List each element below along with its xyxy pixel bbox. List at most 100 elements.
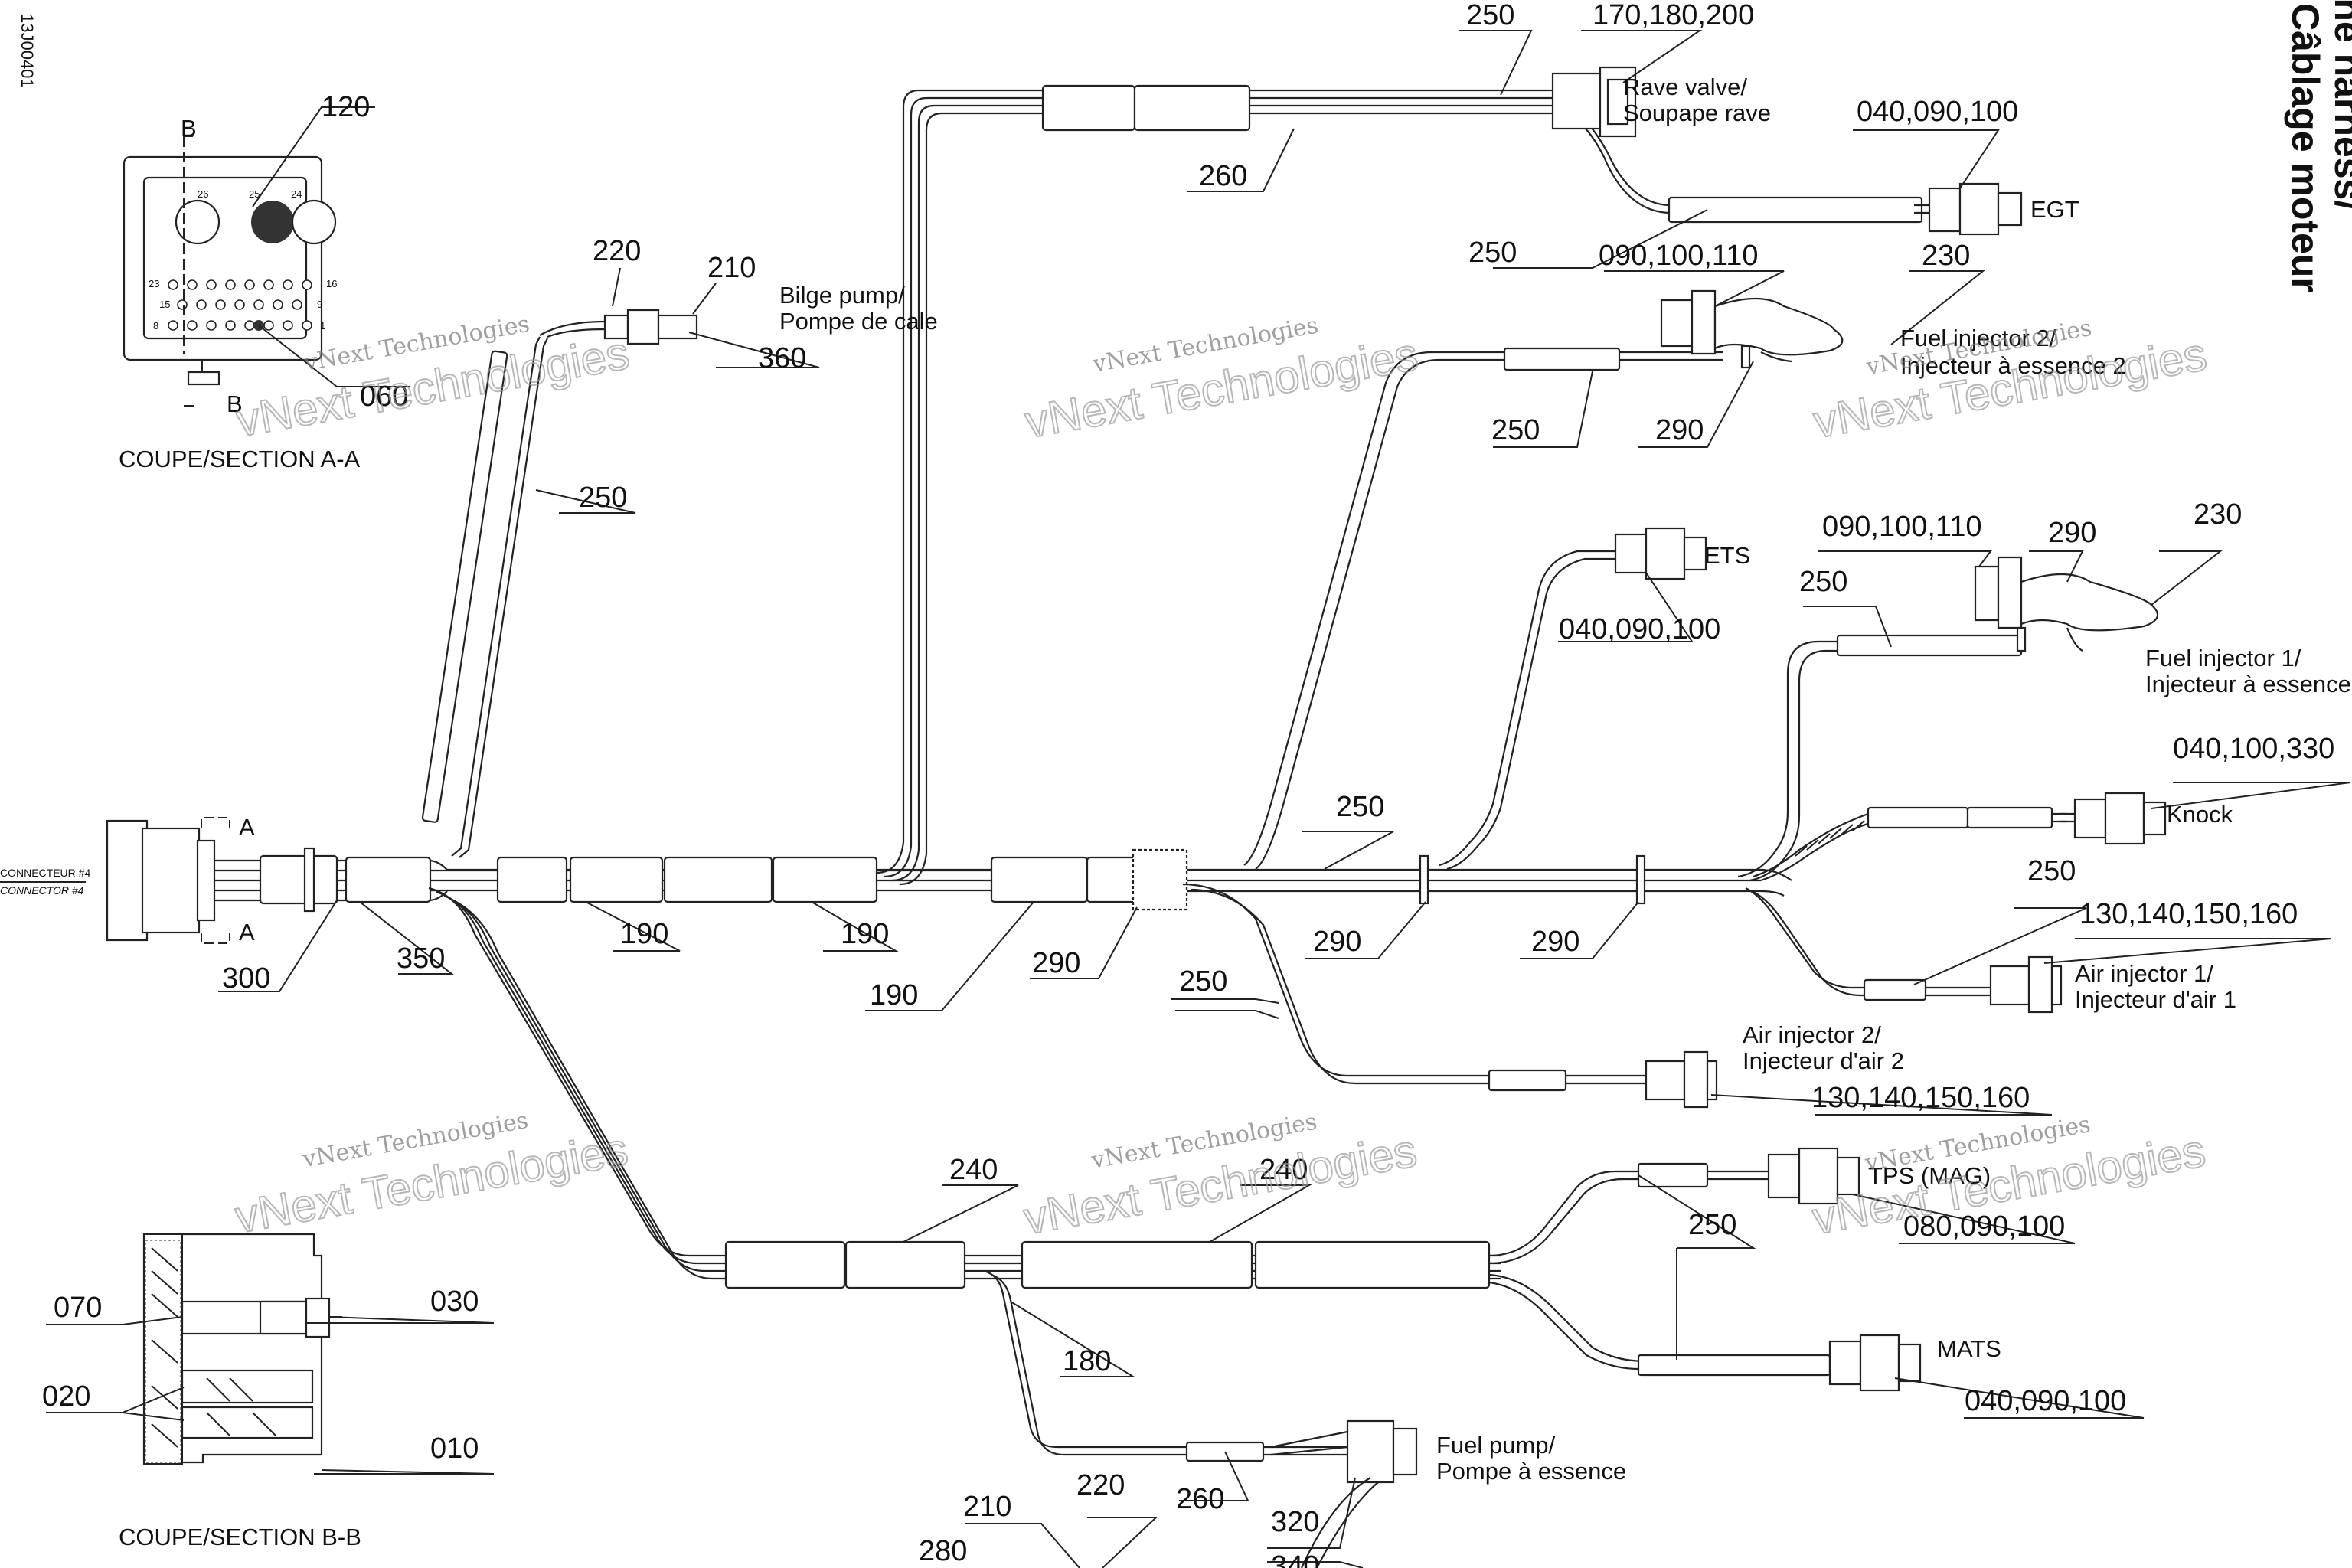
air-injector-1-connector — [1989, 965, 2030, 1006]
air-injector-2-connector — [1645, 1060, 1686, 1101]
mats-connector — [1828, 1340, 1862, 1386]
title-line-2: Câblage moteur — [2284, 3, 2327, 292]
callout-knock-parts: 040,100,330 — [2173, 733, 2334, 765]
label-fuel-injector-2-en: Fuel injector 2/ — [1900, 325, 2056, 351]
pin-23: 23 — [149, 278, 159, 289]
branch-air-injector-2 — [1182, 883, 1718, 1109]
component-labels: Rave valve/ Soupape rave EGT Bilge pump/… — [119, 74, 2352, 1550]
callout-air2-250: 250 — [1179, 965, 1227, 998]
label-air-injector-1-en: Air injector 1/ — [2075, 960, 2213, 987]
callout-340: 340 — [1271, 1550, 1319, 1568]
callout-lower-250: 250 — [1688, 1209, 1736, 1241]
callout-120: 120 — [322, 91, 370, 123]
callout-lower-240-a: 240 — [949, 1154, 998, 1186]
callout-320: 320 — [1271, 1506, 1319, 1538]
branch-bilge-pump — [421, 309, 698, 858]
callout-290-b: 290 — [1313, 926, 1361, 958]
label-rave-valve-en: Rave valve/ — [1623, 74, 1747, 100]
label-air-injector-1-fr: Injecteur d'air 1 — [2075, 986, 2236, 1013]
branch-rave-egt — [876, 66, 2023, 886]
callout-010: 010 — [430, 1432, 479, 1465]
callout-070: 070 — [54, 1292, 102, 1324]
section-b-marker-bottom: B — [227, 390, 243, 417]
callout-290-a: 290 — [1032, 947, 1080, 979]
sleeve-300 — [259, 854, 338, 905]
callout-lower-240-b: 240 — [1259, 1154, 1308, 1186]
callout-210-low: 210 — [963, 1491, 1011, 1523]
callout-tps-parts: 080,090,100 — [1903, 1210, 2065, 1243]
callouts: 250 170,180,200 040,090,100 260 250 090,… — [42, 0, 2334, 1568]
callout-egt-250: 250 — [1468, 237, 1517, 269]
section-b-b-detail — [142, 1233, 342, 1465]
callout-030: 030 — [430, 1285, 479, 1318]
section-a-marker-top: A — [239, 814, 255, 841]
pin-26: 26 — [198, 188, 208, 200]
callout-air1-parts: 130,140,150,160 — [2079, 898, 2298, 930]
callout-bilge-210: 210 — [707, 252, 756, 284]
callout-260-low: 260 — [1176, 1483, 1224, 1515]
callout-inj1-250: 250 — [1799, 566, 1847, 598]
section-a-marker-bottom: A — [239, 919, 255, 946]
label-air-injector-2-en: Air injector 2/ — [1743, 1021, 1881, 1048]
callout-rave-250: 250 — [1466, 0, 1514, 31]
label-fuel-pump-fr: Pompe à essence — [1436, 1458, 1626, 1485]
connector-label-en: CONNECTOR #4 — [0, 884, 84, 897]
branch-fuel-injector-1 — [1737, 556, 2159, 882]
callout-300: 300 — [222, 962, 270, 995]
pin-15: 15 — [159, 299, 170, 310]
callout-350: 350 — [397, 942, 445, 975]
pin-1: 1 — [320, 320, 325, 332]
label-section-a-a: COUPE/SECTION A-A — [119, 446, 361, 472]
callout-inj2-parts: 090,100,110 — [1599, 240, 1759, 272]
title-block: Engine harness/ Câblage moteur — [2284, 0, 2352, 292]
ets-connector — [1614, 533, 1648, 574]
pin-16: 16 — [326, 278, 337, 289]
callout-egt-parts: 040,090,100 — [1857, 96, 2018, 128]
callout-280: 280 — [919, 1535, 967, 1567]
main-connector: A A CONNECTEUR #4 CONNECTOR #4 — [0, 814, 255, 946]
label-air-injector-2-fr: Injecteur d'air 2 — [1743, 1047, 1904, 1074]
label-fuel-pump-en: Fuel pump/ — [1436, 1432, 1555, 1459]
connector-label-fr: CONNECTEUR #4 — [0, 867, 90, 879]
tps-connector — [1767, 1153, 1801, 1199]
label-bilge-pump-en: Bilge pump/ — [779, 282, 905, 309]
label-egt: EGT — [2030, 196, 2079, 223]
section-a-a-detail: 26 25 24 23 16 15 9 8 1 B B — [122, 106, 410, 417]
label-knock: Knock — [2167, 801, 2233, 828]
callout-knock-250: 250 — [2027, 855, 2076, 887]
callout-190-a: 190 — [620, 918, 668, 950]
branch-fuel-injector-2 — [1243, 289, 1844, 870]
label-rave-valve-fr: Soupape rave — [1623, 100, 1771, 126]
callout-190-b: 190 — [841, 918, 889, 950]
document-code: 13J00401 — [18, 14, 37, 88]
callout-air2-parts: 130,140,150,160 — [1811, 1082, 2030, 1114]
fuel-pump-connector — [1346, 1419, 1395, 1484]
label-section-b-b: COUPE/SECTION B-B — [119, 1524, 361, 1550]
rave-valve-connector — [1551, 72, 1603, 130]
callout-180: 180 — [1063, 1345, 1111, 1377]
callout-inj2-230: 230 — [1922, 240, 1970, 272]
pin-24: 24 — [291, 188, 302, 200]
pin-25: 25 — [249, 188, 260, 200]
callout-260: 260 — [1199, 160, 1247, 192]
pin-9: 9 — [317, 299, 322, 310]
knock-connector — [2073, 798, 2107, 839]
callout-290-c: 290 — [1531, 926, 1579, 958]
callout-bilge-250: 250 — [579, 482, 627, 514]
callout-020: 020 — [42, 1380, 90, 1413]
callout-ets-parts: 040,090,100 — [1559, 613, 1720, 645]
callout-inj1-290: 290 — [2048, 517, 2096, 549]
egt-connector — [1928, 187, 1962, 233]
branch-knock — [1753, 792, 2167, 882]
callout-inj2-250: 250 — [1491, 414, 1540, 446]
label-fuel-injector-2-fr: Injecteur à essence 2 — [1900, 352, 2126, 379]
callout-bilge-220: 220 — [593, 235, 641, 267]
section-b-marker-top: B — [181, 115, 197, 142]
callout-mats-parts: 040,090,100 — [1965, 1385, 2126, 1417]
leader-lines — [46, 30, 2351, 1568]
callout-trunk-250: 250 — [1336, 791, 1384, 823]
label-ets: ETS — [1704, 542, 1750, 569]
label-tps: TPS (MAG) — [1868, 1162, 1991, 1189]
branch-air-injector-1 — [1745, 887, 2063, 1014]
